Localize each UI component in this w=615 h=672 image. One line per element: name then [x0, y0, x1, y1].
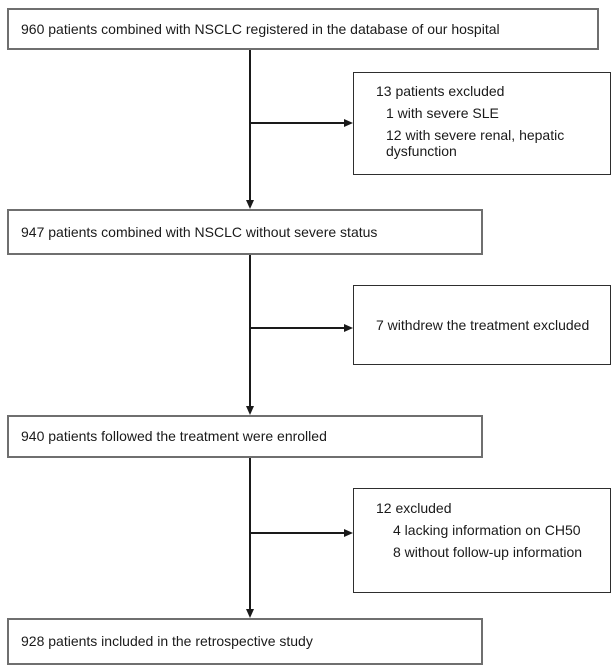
arrow-down-icon	[245, 200, 254, 209]
flow-box-enrolled: 940 patients followed the treatment were…	[7, 415, 483, 458]
flow-box-enrolled-text: 940 patients followed the treatment were…	[21, 428, 327, 445]
flow-box-without-severe-status-text: 947 patients combined with NSCLC without…	[21, 223, 378, 240]
branch-line-1	[250, 122, 345, 124]
flow-box-registered: 960 patients combined with NSCLC registe…	[7, 8, 599, 50]
connector-line-1	[249, 50, 251, 201]
exclusion-title: 12 excluded	[376, 500, 452, 516]
connector-line-2	[249, 255, 251, 407]
arrow-down-icon	[245, 406, 254, 415]
arrow-right-icon	[344, 528, 353, 537]
exclusion-title: 7 withdrew the treatment excluded	[376, 316, 590, 333]
exclusion-item: 1 with severe SLE	[386, 104, 499, 121]
flow-box-without-severe-status: 947 patients combined with NSCLC without…	[7, 209, 483, 255]
branch-line-2	[250, 327, 345, 329]
flow-box-included-text: 928 patients included in the retrospecti…	[21, 633, 313, 650]
arrow-right-icon	[344, 118, 353, 127]
exclusion-item: 8 without follow-up information	[393, 543, 583, 560]
exclusion-box-missing-data: 12 excluded 4 lacking information on CH5…	[353, 488, 611, 593]
exclusion-title: 13 patients excluded	[376, 83, 505, 99]
flow-box-registered-text: 960 patients combined with NSCLC registe…	[21, 20, 500, 37]
exclusion-box-severe-status: 13 patients excluded 1 with severe SLE 1…	[353, 72, 611, 175]
exclusion-box-withdrew: 7 withdrew the treatment excluded	[353, 285, 611, 365]
branch-line-3	[250, 532, 345, 534]
connector-line-3	[249, 458, 251, 610]
arrow-right-icon	[344, 323, 353, 332]
flow-box-included: 928 patients included in the retrospecti…	[7, 618, 483, 665]
exclusion-item: 4 lacking information on CH50	[393, 521, 581, 538]
exclusion-item: 12 with severe renal, hepatic dysfunctio…	[386, 126, 565, 160]
arrow-down-icon	[245, 609, 254, 618]
